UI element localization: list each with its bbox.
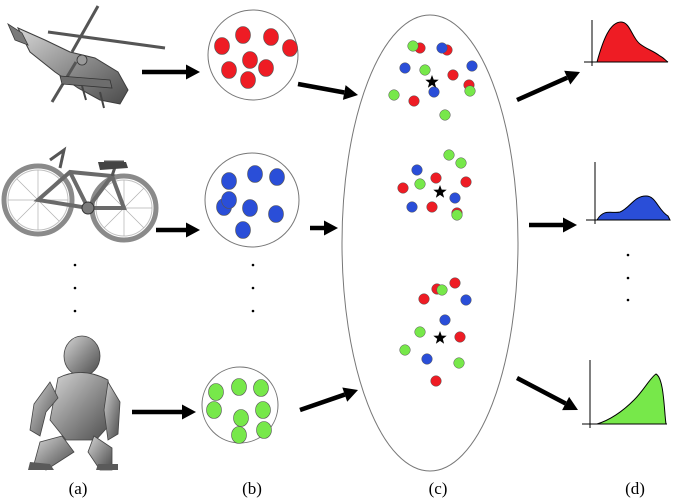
label-b: (b) <box>242 479 262 498</box>
embedding-dot-red <box>408 95 420 107</box>
feature-dot-red <box>214 37 230 55</box>
embedding-dot-red <box>418 293 430 305</box>
embedding-space-ellipse <box>341 14 519 472</box>
embedding-dot-blue <box>428 86 440 98</box>
ellipsis-a <box>73 263 77 313</box>
embedding-dot-red <box>460 176 472 188</box>
embedding-dot-red <box>454 331 466 343</box>
feature-group-dots <box>206 26 298 444</box>
embedding-dot-blue <box>466 60 478 72</box>
embedding-dot-red <box>430 375 442 387</box>
feature-dot-blue <box>269 168 285 186</box>
flow-arrow-shaft <box>515 376 567 406</box>
flow-arrow-head-icon <box>562 396 578 411</box>
embedding-dot-blue <box>439 314 451 326</box>
feature-dot-red <box>242 51 258 69</box>
feature-dot-red <box>240 71 256 89</box>
flow-arrow-head-icon <box>186 64 200 80</box>
feature-dot-blue <box>242 199 258 217</box>
embedding-dot-green <box>455 157 467 169</box>
feature-dot-green <box>206 401 222 419</box>
flow-arrow-head-icon <box>342 387 358 402</box>
flow-arrow-head-icon <box>342 85 358 100</box>
embedding-dot-green <box>436 284 448 296</box>
embedding-dot-green <box>443 149 455 161</box>
feature-dot-green <box>256 421 272 439</box>
embedding-dot-blue <box>436 42 448 54</box>
ellipsis-d <box>626 253 630 302</box>
feature-dot-red <box>235 26 251 44</box>
feature-dot-blue <box>247 165 263 183</box>
feature-dot-blue <box>268 205 284 223</box>
cluster-center-star-icon <box>433 185 447 198</box>
feature-dot-green <box>208 383 224 401</box>
bicycle-icon <box>1 146 159 243</box>
embedding-dot-blue <box>399 62 411 74</box>
ellipsis-b <box>251 263 255 313</box>
embedding-dot-green <box>453 357 465 369</box>
cluster-center-star-icon <box>425 75 439 88</box>
embedding-dot-red <box>430 172 442 184</box>
flow-arrow-head-icon <box>182 404 196 420</box>
label-c: (c) <box>429 479 448 498</box>
feature-dot-green <box>253 379 269 397</box>
flow-arrow-head-icon <box>563 217 577 233</box>
flow-arrow-head-icon <box>564 70 580 85</box>
feature-dot-red <box>221 61 237 79</box>
feature-dot-green <box>255 401 271 419</box>
embedding-dot-blue <box>421 353 433 365</box>
embedding-dot-green <box>419 64 431 76</box>
feature-dot-green <box>231 378 247 396</box>
cluster-center-star-icon <box>433 331 447 344</box>
embedding-dot-green <box>439 109 451 121</box>
feature-dot-blue <box>235 221 251 239</box>
embedding-dot-green <box>414 326 426 338</box>
feature-dot-green <box>231 426 247 444</box>
feature-dot-blue <box>221 172 237 190</box>
flow-arrow-shaft <box>299 392 346 413</box>
feature-dot-red <box>282 39 298 57</box>
feature-dot-red <box>263 28 279 46</box>
distribution-red <box>584 20 669 66</box>
feature-dot-green <box>233 409 249 427</box>
flow-arrow-head-icon <box>324 220 338 236</box>
embedding-dot-red <box>447 69 459 81</box>
embedding-dot-blue <box>449 192 461 204</box>
label-d: (d) <box>625 479 645 498</box>
embedding-dot-blue <box>406 201 418 213</box>
helicopter-icon <box>7 5 166 109</box>
human-figure-icon <box>28 335 121 471</box>
embedding-dot-green <box>414 178 426 190</box>
distribution-green <box>582 360 667 428</box>
embedding-dot-green <box>407 40 419 52</box>
embedding-dot-red <box>449 277 461 289</box>
flow-arrows <box>132 64 580 420</box>
distribution-blue <box>586 162 671 224</box>
embedding-dot-blue <box>460 294 472 306</box>
label-a: (a) <box>69 479 88 498</box>
flow-arrow-shaft <box>297 81 345 95</box>
embedding-dot-red <box>426 201 438 213</box>
embedding-dot-green <box>464 85 476 97</box>
embedding-dot-green <box>388 89 400 101</box>
embedding-clusters <box>388 40 478 387</box>
feature-dot-blue <box>221 191 237 209</box>
embedding-dot-red <box>397 182 409 194</box>
embedding-dot-blue <box>411 164 423 176</box>
embedding-dot-green <box>451 209 463 221</box>
feature-dot-red <box>258 59 274 77</box>
embedding-dot-green <box>399 344 411 356</box>
flow-arrow-head-icon <box>186 222 200 238</box>
flow-arrow-shaft <box>516 75 569 103</box>
